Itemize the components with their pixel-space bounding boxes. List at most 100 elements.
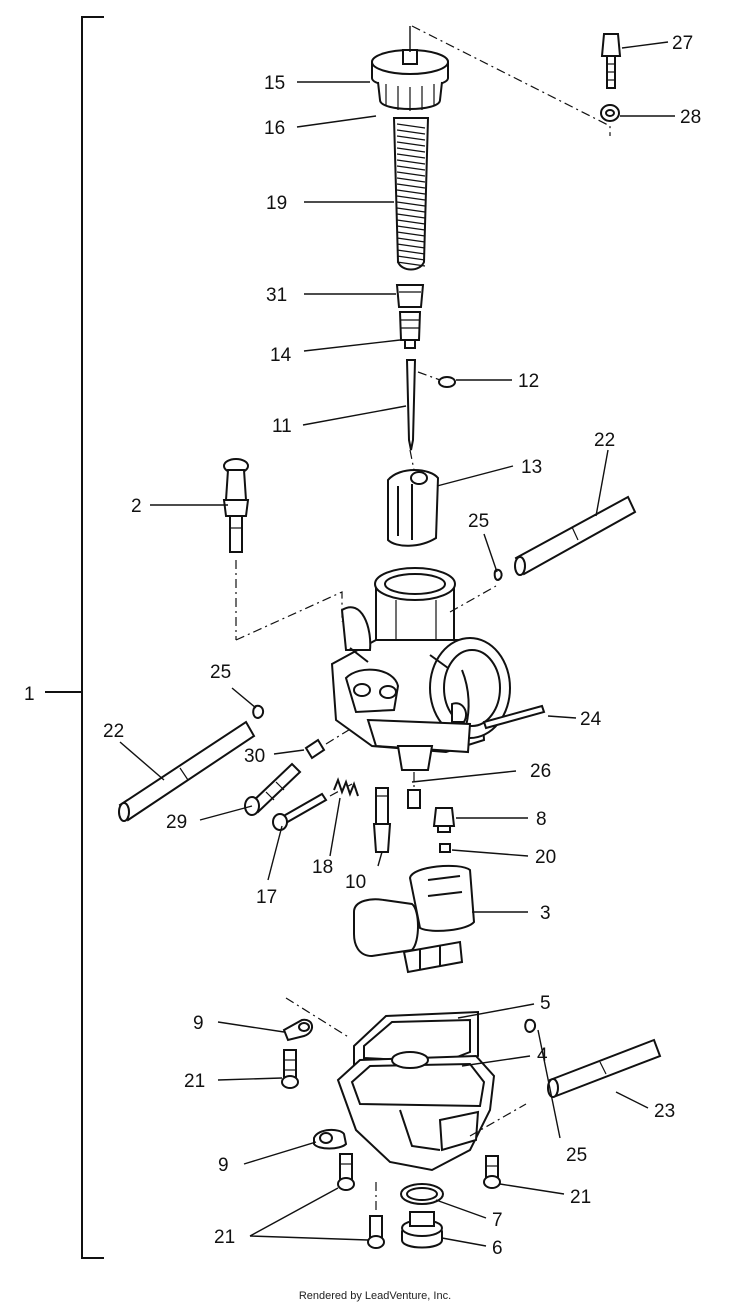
label-25-mid: 25 <box>210 662 231 683</box>
label-4: 4 <box>537 1045 548 1066</box>
spring-coil <box>396 231 426 237</box>
spring-coil <box>396 207 426 213</box>
label-30: 30 <box>244 746 265 767</box>
label-23: 23 <box>654 1101 675 1122</box>
assembly-bracket <box>45 16 104 1259</box>
label-21-right: 21 <box>570 1187 591 1208</box>
spring-coil <box>396 165 426 171</box>
spring-coil <box>396 261 426 267</box>
label-3: 3 <box>540 903 551 924</box>
spring-coil <box>396 129 426 135</box>
spring-coil <box>396 177 426 183</box>
needle-jet <box>407 772 421 809</box>
label-11: 11 <box>272 416 292 437</box>
label-25-lower: 25 <box>566 1145 587 1166</box>
needle-holder <box>398 311 422 349</box>
spring-coil <box>396 171 426 177</box>
spring-coil <box>396 153 426 159</box>
label-7: 7 <box>492 1210 503 1231</box>
label-9-lower: 9 <box>218 1155 229 1176</box>
spring-coil <box>396 219 426 225</box>
label-22-upper: 22 <box>594 430 615 451</box>
label-21-upper: 21 <box>184 1071 205 1092</box>
spring-coil <box>396 237 426 243</box>
main-jet <box>432 807 456 833</box>
throttle-spring <box>392 117 430 271</box>
label-19: 19 <box>266 193 287 214</box>
spring-coil <box>396 183 426 189</box>
label-assembly: 1 <box>24 684 35 705</box>
label-31: 31 <box>266 285 287 306</box>
centerline-top <box>411 25 611 136</box>
label-17: 17 <box>256 887 277 908</box>
label-2: 2 <box>131 496 142 517</box>
hose-clamp-lower <box>313 1128 348 1150</box>
hose-clip-lower <box>524 1018 536 1034</box>
label-12: 12 <box>518 371 539 392</box>
drain-hose <box>547 1038 662 1098</box>
spring-coil <box>396 159 426 165</box>
drain-plug <box>401 1211 443 1249</box>
part-labels: 1 15 16 19 31 14 11 12 13 2 27 28 22 25 … <box>24 33 701 1259</box>
vent-hose-upper <box>514 495 637 576</box>
spring-coil <box>396 249 426 255</box>
label-25-upper: 25 <box>468 511 489 532</box>
jet-plug <box>304 727 353 760</box>
label-24: 24 <box>580 709 602 730</box>
air-screw-spring <box>333 777 359 797</box>
label-6: 6 <box>492 1238 503 1259</box>
throttle-stop-screw <box>244 762 302 816</box>
carb-top-cap <box>371 26 449 111</box>
needle-clip <box>438 376 456 388</box>
hose-clamp-upper <box>282 1018 313 1042</box>
adjust-screw <box>600 33 622 89</box>
bowl-screw-upper <box>281 1049 299 1089</box>
spring-coil <box>396 255 426 261</box>
hose-clip-upper <box>493 568 503 582</box>
throttle-valve <box>387 449 440 547</box>
label-29: 29 <box>166 812 187 833</box>
spring-coil <box>396 201 426 207</box>
label-22-lower: 22 <box>103 721 124 742</box>
spring-coil <box>396 243 426 249</box>
label-8: 8 <box>536 809 547 830</box>
label-27: 27 <box>672 33 693 54</box>
spring-coil <box>396 147 426 153</box>
spring-coil <box>396 195 426 201</box>
spring-coil <box>396 213 426 219</box>
render-credit: Rendered by LeadVenture, Inc. <box>298 1290 452 1302</box>
choke-plunger <box>222 458 343 641</box>
label-28: 28 <box>680 107 701 128</box>
adjust-nut <box>600 104 620 122</box>
label-9-upper: 9 <box>193 1013 204 1034</box>
jet-washer <box>439 843 451 853</box>
overflow-pin <box>482 704 546 730</box>
label-10: 10 <box>345 872 366 893</box>
label-26: 26 <box>530 761 551 782</box>
label-5: 5 <box>540 993 551 1014</box>
hose-clip-mid <box>252 704 264 720</box>
spring-coil <box>396 141 426 147</box>
bowl-screw-mid <box>337 1153 355 1191</box>
spring-retainer <box>395 284 425 308</box>
label-14: 14 <box>270 345 292 366</box>
carburetor-body <box>330 567 511 771</box>
label-18: 18 <box>312 857 333 878</box>
label-16: 16 <box>264 118 285 139</box>
pilot-jet <box>372 787 392 853</box>
bowl-screw-lower <box>367 1182 385 1249</box>
spring-coil <box>396 123 426 129</box>
label-13: 13 <box>521 457 542 478</box>
spring-coil <box>396 189 426 195</box>
float-bowl-gasket <box>285 997 479 1072</box>
label-15: 15 <box>264 73 285 94</box>
spring-coil <box>396 225 426 231</box>
spring-coil <box>396 135 426 141</box>
vent-hose-lower <box>118 720 256 822</box>
float <box>353 864 476 974</box>
bowl-screw-right <box>483 1155 501 1189</box>
pilot-air-screw <box>272 783 353 831</box>
jet-needle <box>405 359 441 451</box>
label-20: 20 <box>535 847 556 868</box>
